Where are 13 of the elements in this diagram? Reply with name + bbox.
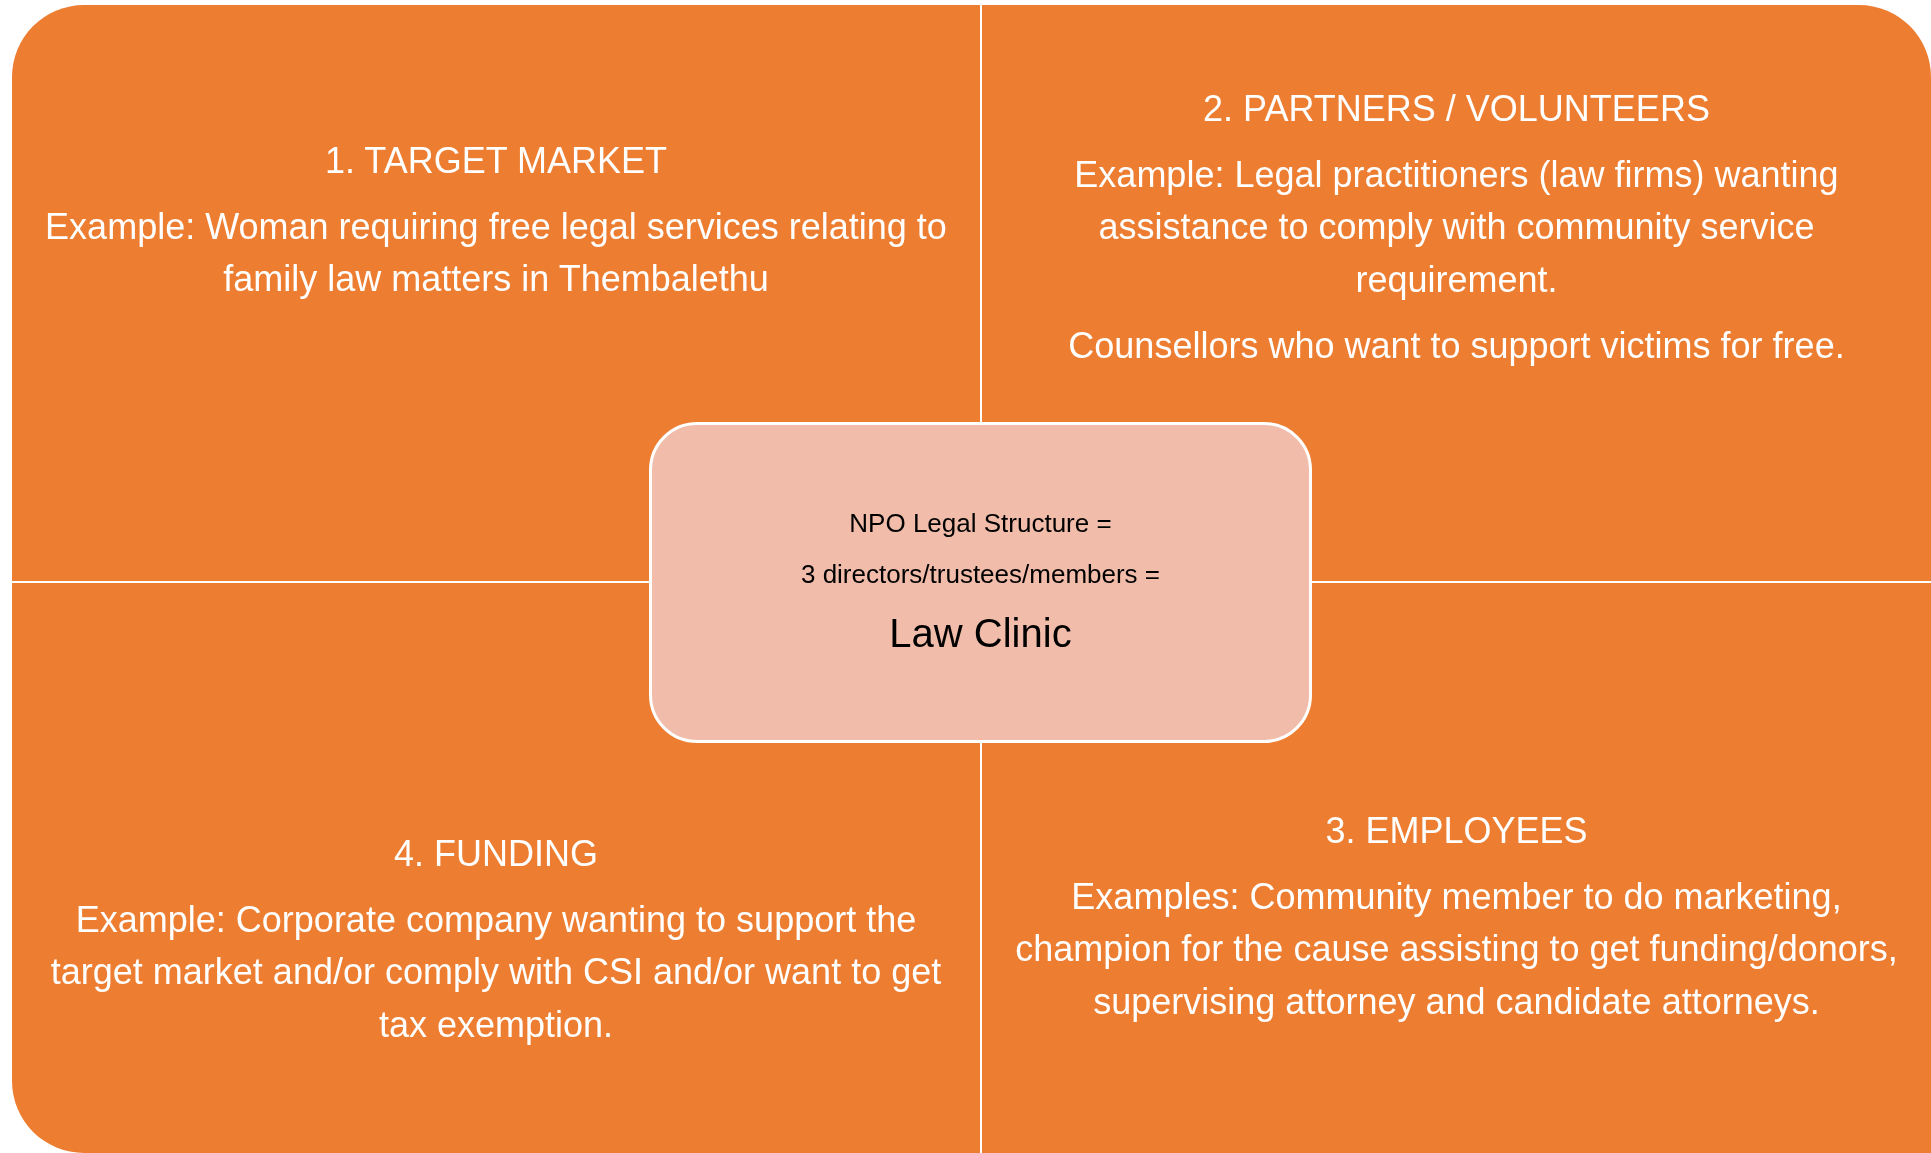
center-text: NPO Legal Structure =: [849, 507, 1112, 540]
quadrant-heading: 2. PARTNERS / VOLUNTEERS: [1203, 87, 1710, 131]
example-text: Examples: Community member to do marketing, champion for the cause assisting to get funding/donors, supervising attorney and candidate attorneys.: [1014, 875, 1899, 1024]
center-text: 3 directors/trustees/members =: [800, 557, 1161, 590]
example-text: Counsellors who want to support victims for free.: [1068, 323, 1845, 368]
quadrant-heading: 3. EMPLOYEES: [1325, 809, 1588, 853]
center-box: [649, 422, 1312, 743]
center-title: Law Clinic: [889, 610, 1072, 657]
example-text: Example: Woman requiring free legal services relating to family law matters in Thembalethu: [44, 205, 948, 302]
quadrant-heading: 1. TARGET MARKET: [324, 139, 668, 183]
quadrant-heading: 4. FUNDING: [394, 832, 598, 876]
example-text: Example: Legal practitioners (law firms) wanting assistance to comply with community service requirement.: [1073, 153, 1840, 302]
example-text: Example: Corporate company wanting to support the target market and/or comply with CSI and/or want to get tax exemption.: [49, 898, 943, 1047]
